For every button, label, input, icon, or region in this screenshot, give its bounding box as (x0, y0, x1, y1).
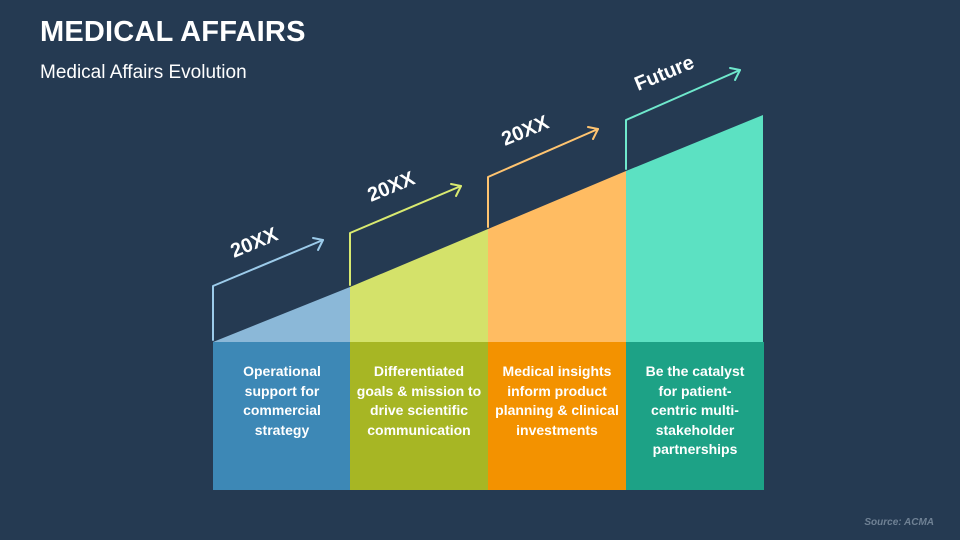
stage-2-description: Differentiated goals & mission to drive … (356, 363, 482, 438)
stage-1-box: Operational support for commercial strat… (213, 342, 351, 490)
stage-4-arrow (625, 67, 741, 170)
stage-3-box: Medical insights inform product planning… (488, 342, 626, 490)
stage-4-wedge (626, 115, 763, 342)
stage-2-arrow (349, 183, 462, 286)
stage-4-box: Be the catalyst for patient-centric mult… (626, 342, 764, 490)
stage-2-box: Differentiated goals & mission to drive … (350, 342, 488, 490)
source-note: Source: ACMA (864, 517, 934, 528)
stage-4-label: Future (631, 51, 697, 95)
stage-1-arrow (212, 237, 324, 341)
stage-2-wedge (350, 229, 488, 342)
page-title: MEDICAL AFFAIRS (40, 16, 306, 48)
stage-3-arrow (487, 126, 599, 228)
stage-3-wedge (488, 171, 626, 342)
stage-1-label: 20XX (227, 223, 281, 262)
stage-2-label: 20XX (364, 167, 418, 206)
stage-3-label: 20XX (498, 111, 552, 150)
page-subtitle: Medical Affairs Evolution (40, 62, 247, 83)
stage-4-description: Be the catalyst for patient-centric mult… (645, 363, 745, 457)
stage-3-description: Medical insights inform product planning… (495, 363, 619, 438)
stage-1-description: Operational support for commercial strat… (243, 363, 321, 438)
stage-1-wedge (213, 287, 350, 342)
